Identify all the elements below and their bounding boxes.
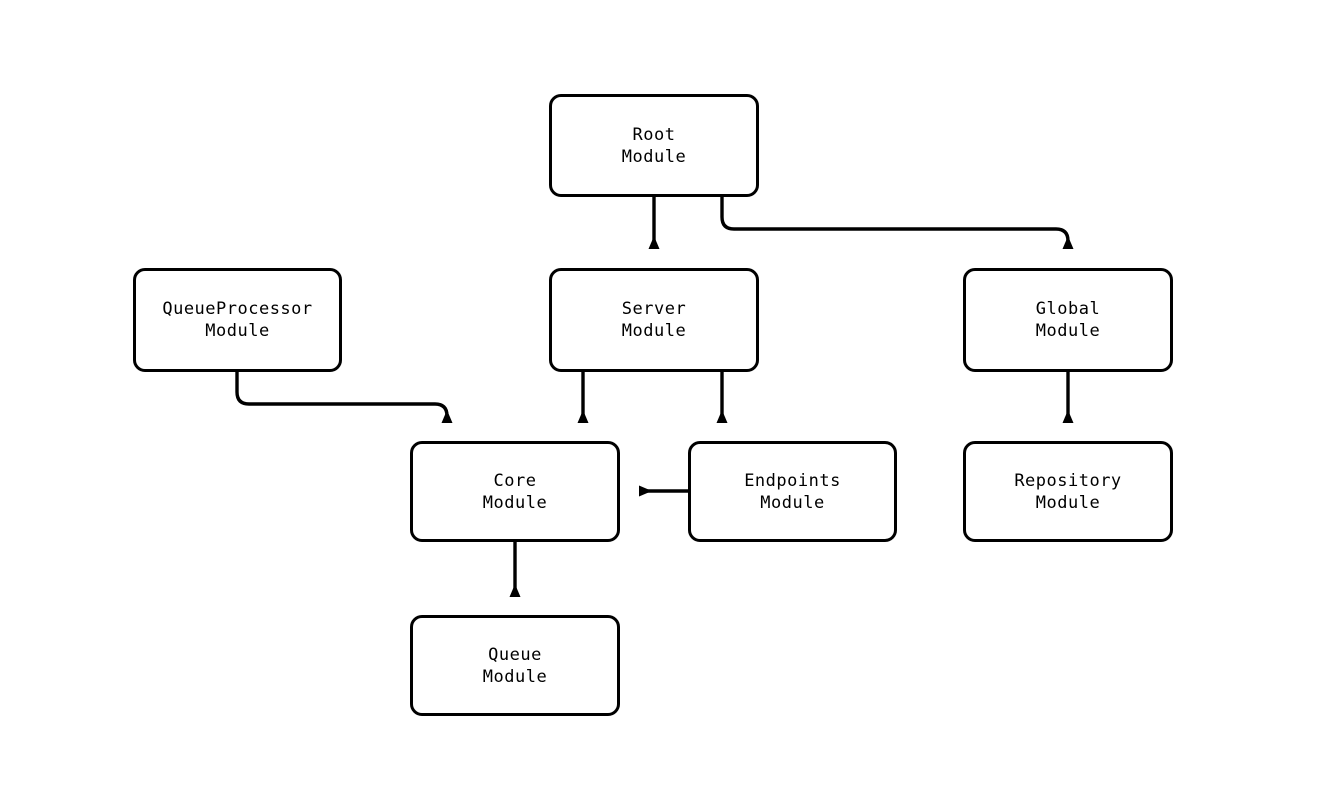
edge-root-to-global (720, 197, 1074, 249)
node-label-line2: Module (1035, 492, 1101, 513)
node-label-line2: Module (482, 492, 548, 513)
node-global-module[interactable]: Global Module (963, 268, 1173, 372)
node-queueprocessor-module[interactable]: QueueProcessor Module (133, 268, 342, 372)
node-label-line2: Module (205, 321, 270, 341)
node-repository-module[interactable]: Repository Module (963, 441, 1173, 542)
node-label-line2: Module (621, 146, 687, 167)
node-label-line1: QueueProcessor (162, 299, 313, 319)
node-label-line2: Module (760, 492, 825, 513)
node-label-line2: Module (1035, 321, 1101, 341)
node-label-line1: Repository (1014, 470, 1122, 491)
node-label-line1: Root (632, 124, 676, 145)
node-label-line2: Module (621, 321, 687, 341)
node-server-module[interactable]: Server Module (549, 268, 759, 372)
node-label-line2: Module (482, 666, 548, 687)
node-label-line1: Queue (488, 644, 542, 665)
edge-queueprocessor-to-core (235, 372, 453, 423)
node-endpoints-module[interactable]: Endpoints Module (688, 441, 897, 542)
node-label-line1: Server (621, 299, 687, 319)
node-label-line1: Global (1035, 299, 1101, 319)
node-core-module[interactable]: Core Module (410, 441, 620, 542)
node-label-line1: Endpoints (744, 470, 841, 491)
node-label-line1: Core (493, 470, 537, 491)
node-root-module[interactable]: Root Module (549, 94, 759, 197)
node-queue-module[interactable]: Queue Module (410, 615, 620, 716)
